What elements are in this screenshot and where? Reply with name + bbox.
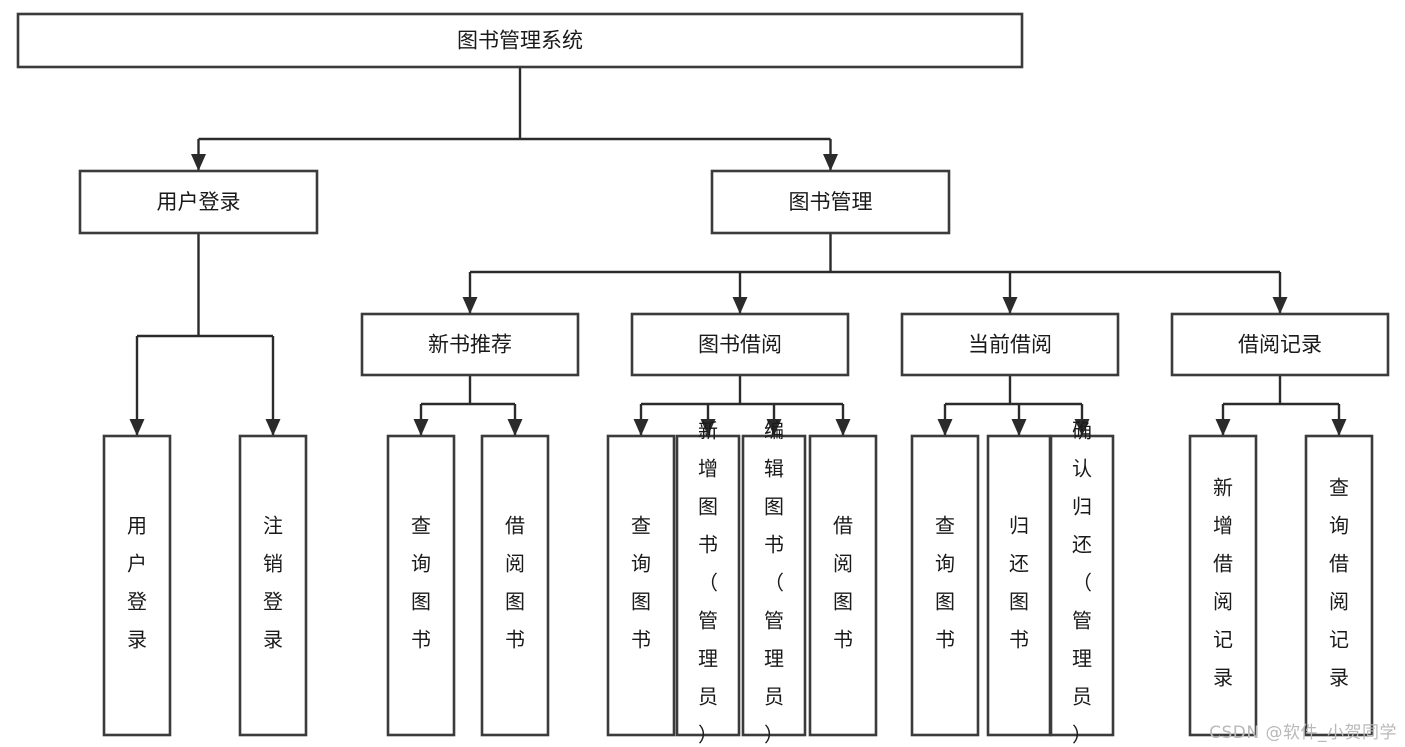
arrow-head-icon	[1215, 419, 1231, 436]
node-label-user-login: 用户登录	[157, 190, 241, 214]
node-box-cb-query-book	[910, 434, 980, 737]
node-box-nbr-query-book	[386, 434, 456, 737]
node-bb-query-book[interactable]: 查询图书	[606, 434, 676, 737]
node-label-root: 图书管理系统	[457, 29, 583, 53]
arrow-head-icon	[462, 297, 478, 314]
arrow-head-icon	[766, 419, 782, 436]
node-user-login[interactable]: 用户登录	[78, 169, 319, 235]
watermark-label: CSDN @软件_小贺同学	[1209, 723, 1397, 743]
node-label-borrow-records: 借阅记录	[1238, 333, 1322, 357]
node-cb-query-book[interactable]: 查询图书	[910, 434, 980, 737]
node-box-user-logout-leaf	[238, 434, 308, 737]
node-label-br-add-record: 新增借阅记录	[1213, 476, 1233, 690]
node-label-user-logout-leaf: 注销登录	[263, 514, 283, 652]
node-label-book-borrow: 图书借阅	[698, 333, 782, 357]
node-label-cb-return-book: 归还图书	[1009, 514, 1029, 652]
node-nbr-borrow-book[interactable]: 借阅图书	[480, 434, 550, 737]
arrow-head-icon	[265, 419, 281, 436]
node-box-br-query-record	[1304, 434, 1374, 737]
node-box-bb-add-book	[675, 434, 741, 737]
node-user-logout-leaf[interactable]: 注销登录	[238, 434, 308, 737]
node-label-book-management: 图书管理	[789, 190, 873, 214]
node-box-current-borrow	[900, 312, 1120, 377]
node-bb-borrow-book[interactable]: 借阅图书	[808, 434, 878, 737]
node-br-query-record[interactable]: 查询借阅记录	[1304, 434, 1374, 737]
node-box-cb-return-book	[986, 434, 1052, 737]
node-borrow-records[interactable]: 借阅记录	[1170, 312, 1390, 377]
node-current-borrow[interactable]: 当前借阅	[900, 312, 1120, 377]
arrow-head-icon	[1002, 297, 1018, 314]
arrow-head-icon	[1011, 419, 1027, 436]
arrow-head-icon	[1272, 297, 1288, 314]
node-box-book-management	[710, 169, 951, 235]
arrow-head-icon	[823, 154, 838, 171]
node-box-borrow-records	[1170, 312, 1390, 377]
node-nbr-query-book[interactable]: 查询图书	[386, 434, 456, 737]
arrow-head-icon	[191, 154, 206, 171]
node-box-nbr-borrow-book	[480, 434, 550, 737]
node-label-current-borrow: 当前借阅	[968, 333, 1052, 357]
node-label-new-book-recommend: 新书推荐	[428, 333, 512, 357]
node-book-borrow[interactable]: 图书借阅	[630, 312, 850, 377]
node-box-br-add-record	[1188, 434, 1258, 737]
node-box-new-book-recommend	[360, 312, 580, 377]
node-cb-return-book[interactable]: 归还图书	[986, 434, 1052, 737]
arrow-head-icon	[129, 419, 145, 436]
arrow-head-icon	[937, 419, 953, 436]
node-user-login-leaf[interactable]: 用户登录	[102, 434, 172, 737]
node-label-bb-edit-book: 编辑图书（管理员）	[764, 419, 784, 747]
arrow-head-icon	[633, 419, 649, 436]
node-box-user-login	[78, 169, 319, 235]
arrow-head-icon	[1074, 419, 1090, 436]
node-box-bb-borrow-book	[808, 434, 878, 737]
arrow-head-icon	[1331, 419, 1347, 436]
node-label-cb-query-book: 查询图书	[935, 514, 955, 652]
node-book-management[interactable]: 图书管理	[710, 169, 951, 235]
node-bb-edit-book[interactable]: 编辑图书（管理员）	[741, 419, 807, 747]
nodes-layer: 图书管理系统用户登录用户登录注销登录图书管理新书推荐查询图书借阅图书图书借阅查询…	[16, 12, 1390, 747]
node-new-book-recommend[interactable]: 新书推荐	[360, 312, 580, 377]
arrow-head-icon	[732, 297, 748, 314]
connectors-layer	[129, 67, 1347, 436]
arrow-head-icon	[413, 419, 429, 436]
node-box-book-borrow	[630, 312, 850, 377]
node-label-bb-add-book: 新增图书（管理员）	[698, 419, 718, 747]
node-label-user-login-leaf: 用户登录	[127, 514, 147, 652]
node-box-root	[16, 12, 1024, 69]
node-box-bb-query-book	[606, 434, 676, 737]
node-label-br-query-record: 查询借阅记录	[1329, 476, 1349, 690]
arrow-head-icon	[835, 419, 851, 436]
node-box-user-login-leaf	[102, 434, 172, 737]
node-cb-confirm-return[interactable]: 确认归还（管理员）	[1049, 419, 1115, 747]
node-label-cb-confirm-return: 确认归还（管理员）	[1072, 419, 1092, 747]
node-label-bb-borrow-book: 借阅图书	[833, 514, 853, 652]
node-br-add-record[interactable]: 新增借阅记录	[1188, 434, 1258, 737]
node-label-bb-query-book: 查询图书	[631, 514, 651, 652]
node-label-nbr-query-book: 查询图书	[411, 514, 431, 652]
node-bb-add-book[interactable]: 新增图书（管理员）	[675, 419, 741, 747]
node-box-cb-confirm-return	[1049, 434, 1115, 737]
node-label-nbr-borrow-book: 借阅图书	[505, 514, 525, 652]
arrow-head-icon	[700, 419, 716, 436]
arrow-head-icon	[507, 419, 523, 436]
node-box-bb-edit-book	[741, 434, 807, 737]
node-root[interactable]: 图书管理系统	[16, 12, 1024, 69]
